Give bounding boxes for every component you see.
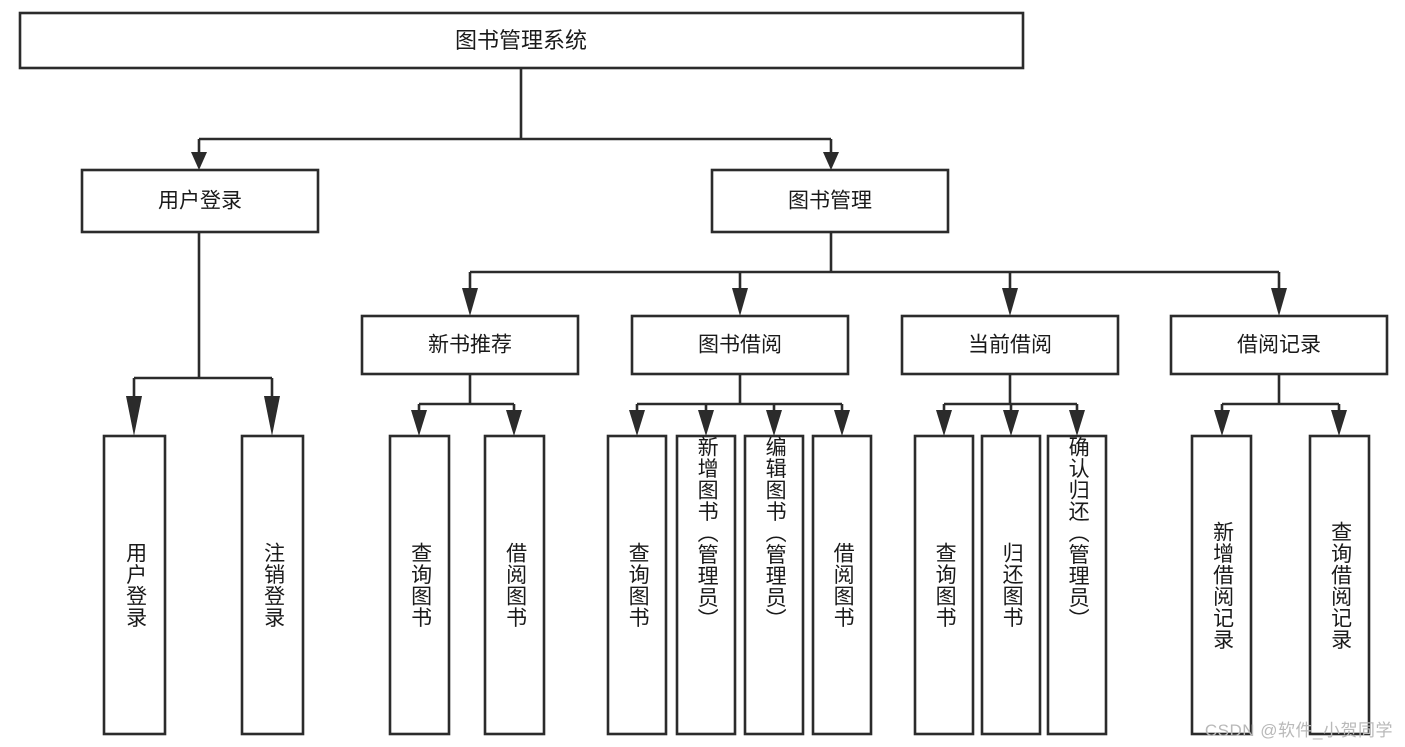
node-current-borrow-label: 当前借阅	[968, 334, 1052, 357]
node-borrow-record[interactable]: 借阅记录	[1169, 314, 1389, 376]
node-book-borrow-box[interactable]	[630, 314, 850, 376]
leaf-box-currentborrow-query-book[interactable]	[913, 434, 975, 736]
arrow-head-newbook-leaf-1	[411, 410, 427, 436]
arrow-head-borrow-record	[1271, 288, 1287, 316]
node-root-label: 图书管理系统	[455, 28, 587, 53]
node-book-management-label: 图书管理	[788, 190, 872, 213]
arrow-head-current-borrow	[1002, 288, 1018, 316]
leaf-box-currentborrow-return-book[interactable]	[980, 434, 1042, 736]
node-borrow-record-box[interactable]	[1169, 314, 1389, 376]
leaf-box-newbook-query-book[interactable]	[388, 434, 451, 736]
arrow-head-leaf-logout	[264, 396, 280, 436]
arrow-head-currentborrow-leaf-1	[936, 410, 952, 436]
node-book-management[interactable]: 图书管理	[710, 168, 950, 234]
node-current-borrow[interactable]: 当前借阅	[900, 314, 1120, 376]
leaf-box-bookborrow-add-book[interactable]	[675, 434, 737, 736]
arrow-head-user-login	[191, 152, 207, 170]
leaf-box-bookborrow-borrow-book[interactable]	[811, 434, 873, 736]
leaf-box-newbook-borrow-book[interactable]	[483, 434, 546, 736]
node-root-library-system[interactable]: 图书管理系统	[18, 11, 1025, 70]
arrow-head-currentborrow-leaf-2	[1003, 410, 1019, 436]
connector-group	[126, 68, 1347, 436]
arrow-head-new-book-recommend	[462, 288, 478, 316]
node-new-book-recommend-box[interactable]	[360, 314, 580, 376]
arrow-head-book-borrow	[732, 288, 748, 316]
node-new-book-recommend-label: 新书推荐	[428, 334, 512, 357]
node-book-borrow[interactable]: 图书借阅	[630, 314, 850, 376]
arrow-head-bookborrow-leaf-3	[766, 410, 782, 436]
arrow-head-newbook-leaf-2	[506, 410, 522, 436]
leaf-box-logout[interactable]	[240, 434, 305, 736]
node-current-borrow-box[interactable]	[900, 314, 1120, 376]
node-root-box[interactable]	[18, 11, 1025, 70]
arrow-head-borrowrecord-leaf-2	[1331, 410, 1347, 436]
leaf-box-currentborrow-confirm-return[interactable]	[1046, 434, 1108, 736]
node-new-book-recommend[interactable]: 新书推荐	[360, 314, 580, 376]
node-book-management-box[interactable]	[710, 168, 950, 234]
arrow-head-bookborrow-leaf-4	[834, 410, 850, 436]
arrow-head-bookborrow-leaf-2	[698, 410, 714, 436]
node-user-login-label: 用户登录	[158, 190, 242, 213]
leaf-box-borrowrecord-add-record[interactable]	[1190, 434, 1253, 736]
arrow-head-currentborrow-leaf-3	[1069, 410, 1085, 436]
leaf-box-borrowrecord-query-record[interactable]	[1308, 434, 1371, 736]
arrow-head-book-manage	[823, 152, 839, 170]
watermark-text: CSDN @软件_小贺同学	[1204, 721, 1393, 740]
node-user-login[interactable]: 用户登录	[80, 168, 320, 234]
node-user-login-box[interactable]	[80, 168, 320, 234]
arrow-head-borrowrecord-leaf-1	[1214, 410, 1230, 436]
leaf-box-bookborrow-edit-book[interactable]	[743, 434, 805, 736]
node-borrow-record-label: 借阅记录	[1237, 334, 1321, 357]
node-book-borrow-label: 图书借阅	[698, 334, 782, 357]
leaf-box-bookborrow-query-book[interactable]	[606, 434, 668, 736]
arrow-head-leaf-user-login	[126, 396, 142, 436]
arrow-head-bookborrow-leaf-1	[629, 410, 645, 436]
leaf-box-user-login[interactable]	[102, 434, 167, 736]
